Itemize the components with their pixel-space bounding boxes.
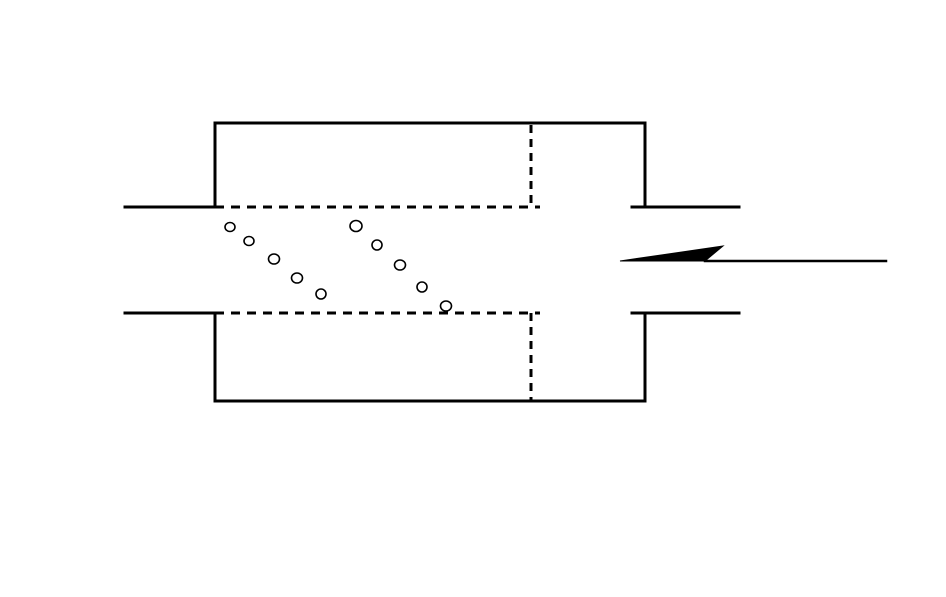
bubble xyxy=(349,219,363,233)
bubble xyxy=(416,281,428,293)
bubble xyxy=(267,253,281,265)
outer-chamber xyxy=(213,121,647,403)
bubble xyxy=(371,239,383,251)
bubble xyxy=(393,259,407,271)
left-tube xyxy=(123,205,217,315)
bubble xyxy=(243,235,255,247)
bubble xyxy=(290,272,304,284)
needle-tip xyxy=(619,245,725,262)
bubble xyxy=(224,221,236,233)
needle-probe xyxy=(619,245,888,263)
bubble-group-left xyxy=(224,221,327,300)
bubble xyxy=(315,288,327,300)
bubble-group-right xyxy=(349,219,453,312)
bubble xyxy=(439,300,453,312)
inner-dashed-boundary xyxy=(215,125,540,401)
right-tube xyxy=(630,205,741,315)
